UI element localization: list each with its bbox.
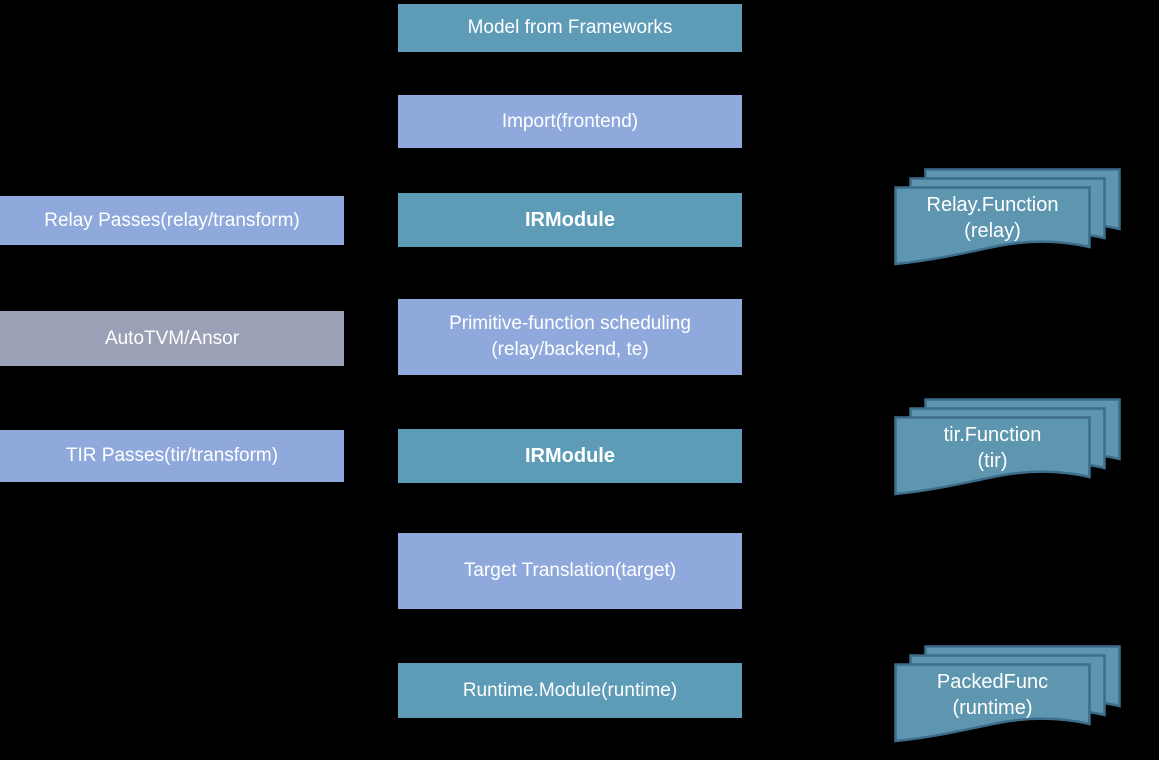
doc-stack-relay-function: Relay.Function (relay)	[894, 168, 1126, 270]
node-import-frontend: Import(frontend)	[398, 95, 742, 148]
node-runtime-module: Runtime.Module(runtime)	[398, 663, 742, 718]
node-sublabel: (relay/backend, te)	[491, 339, 649, 360]
doc-label-line2: (tir)	[977, 450, 1008, 472]
node-label: Primitive-function scheduling	[449, 313, 691, 335]
node-primitive-function-scheduling: Primitive-function scheduling (relay/bac…	[398, 299, 742, 375]
doc-label-line1: tir.Function	[943, 423, 1042, 446]
doc-stack-packedfunc: PackedFunc (runtime)	[894, 645, 1126, 747]
node-model-from-frameworks: Model from Frameworks	[398, 4, 742, 52]
doc-label-line2: (relay)	[964, 220, 1021, 242]
doc-label-line2: (runtime)	[952, 697, 1033, 719]
node-label: TIR Passes(tir/transform)	[65, 445, 279, 467]
doc-label-line1: Relay.Function	[926, 193, 1059, 216]
node-tir-passes: TIR Passes(tir/transform)	[0, 430, 344, 482]
node-irmodule-tir: IRModule	[398, 429, 742, 483]
node-label: IRModule	[525, 208, 615, 231]
doc-stack-tir-function: tir.Function (tir)	[894, 398, 1126, 500]
node-label: IRModule	[525, 444, 615, 467]
document-shape-front-icon	[894, 663, 1091, 743]
node-label: Model from Frameworks	[467, 17, 673, 39]
doc-stack-label: PackedFunc (runtime)	[894, 663, 1091, 727]
node-label: Relay Passes(relay/transform)	[44, 209, 300, 231]
node-autotvm-ansor: AutoTVM/Ansor	[0, 311, 344, 366]
doc-stack-label: Relay.Function (relay)	[894, 186, 1091, 250]
node-label: Target Translation(target)	[463, 560, 677, 582]
document-shape-front-icon	[894, 416, 1091, 496]
node-target-translation: Target Translation(target)	[398, 533, 742, 609]
node-label: Runtime.Module(runtime)	[462, 679, 678, 701]
node-label: Import(frontend)	[501, 110, 639, 132]
doc-label-line1: PackedFunc	[936, 670, 1049, 693]
document-shape-front-icon	[894, 186, 1091, 266]
node-irmodule-relay: IRModule	[398, 193, 742, 247]
doc-stack-label: tir.Function (tir)	[894, 416, 1091, 480]
node-label: AutoTVM/Ansor	[104, 327, 240, 349]
node-relay-passes: Relay Passes(relay/transform)	[0, 196, 344, 245]
